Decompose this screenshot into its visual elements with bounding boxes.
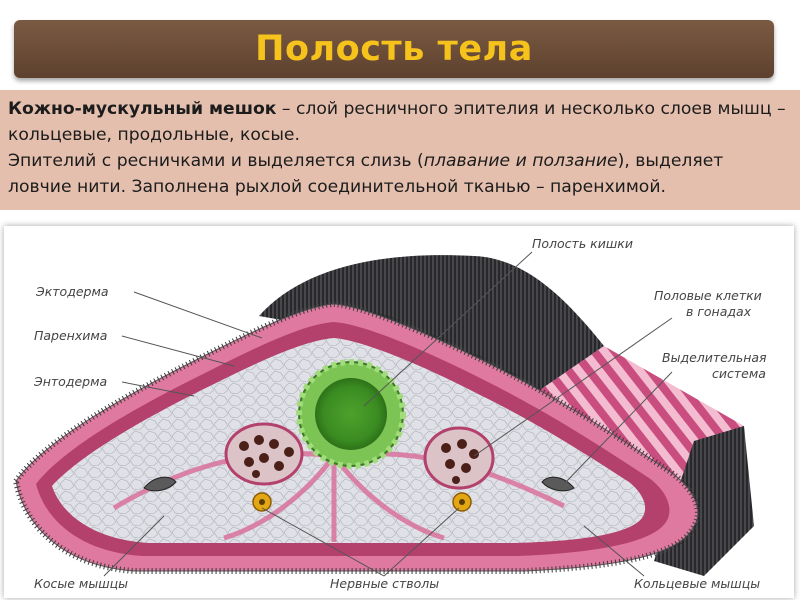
label-germ-cells-line1: Половые клетки [654, 288, 762, 303]
term-highlight: Кожно-мускульный мешок [8, 99, 276, 119]
title-banner: Полость тела [14, 20, 774, 78]
planarian-cross-section-figure: Полость кишки Эктодерма Паренхима Энтоде… [4, 226, 794, 598]
description-line-2-italic: плавание и ползание [424, 151, 618, 171]
label-oblique-muscles: Косые мышцы [34, 576, 128, 591]
label-excretory-line2: система [712, 366, 766, 381]
label-nerve-trunks: Нервные стволы [330, 576, 439, 591]
description-paragraph-2: Эпителий с ресничками и выделяется слизь… [8, 148, 792, 200]
page-title: Полость тела [255, 29, 533, 69]
intestine [299, 362, 403, 466]
label-excretory-line1: Выделительная [662, 350, 767, 365]
label-ectoderm: Эктодерма [35, 284, 109, 299]
label-germ-cells-line2: в гонадах [686, 304, 752, 319]
label-endoderm: Энтодерма [33, 374, 107, 389]
cross-section-diagram: Полость кишки Эктодерма Паренхима Энтоде… [4, 226, 794, 598]
description-line-2-start: Эпителий с ресничками и выделяется слизь… [8, 151, 424, 171]
label-intestine-cavity: Полость кишки [532, 236, 633, 251]
label-parenchyma: Паренхима [34, 328, 107, 343]
description-panel: Кожно-мускульный мешок – слой ресничного… [0, 90, 800, 210]
description-paragraph-1: Кожно-мускульный мешок – слой ресничного… [8, 96, 792, 148]
label-circular-muscles: Кольцевые мышцы [634, 576, 760, 591]
